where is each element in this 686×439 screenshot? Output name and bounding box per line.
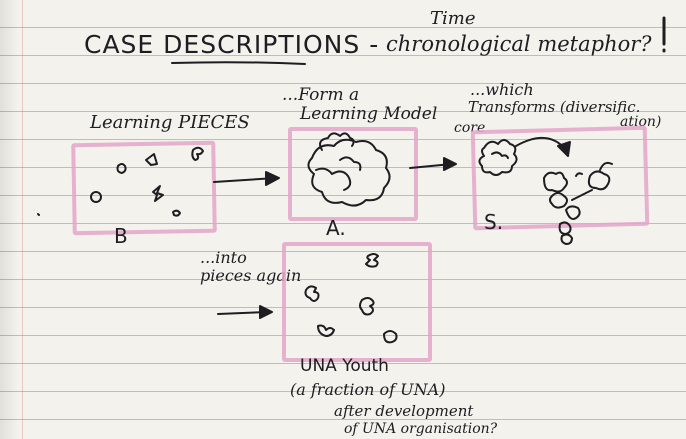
piece	[304, 285, 320, 302]
piece	[90, 191, 102, 203]
stage-b-pieces	[90, 146, 204, 217]
piece	[116, 163, 127, 174]
piece	[191, 146, 204, 161]
title-underline	[171, 61, 306, 65]
piece	[383, 330, 398, 344]
stage-s-caption-1: ...which	[470, 80, 534, 99]
title-main: CASE DESCRIPTIONS -	[84, 30, 380, 59]
stage-una-caption-2: pieces again	[200, 266, 302, 285]
margin-line	[22, 0, 23, 439]
diversified-pieces	[543, 161, 613, 245]
stage-a-label: A.	[326, 216, 346, 240]
stage-s-core	[478, 139, 518, 176]
stage-b-label: B	[114, 224, 128, 248]
piece	[365, 253, 379, 268]
stage-a-caption-1: ...Form a	[282, 85, 360, 105]
piece	[172, 209, 181, 217]
stage-a-box	[288, 127, 418, 221]
piece	[359, 297, 375, 316]
piece	[152, 185, 164, 202]
diversification-arrow	[515, 137, 567, 151]
stage-una-label: UNA Youth	[300, 356, 389, 376]
core-label: core	[454, 120, 486, 136]
stage-s-caption-3: ation)	[620, 114, 662, 130]
footnote-line-1: (a fraction of UNA)	[290, 380, 446, 399]
stage-a-model	[307, 132, 391, 207]
stage-a-caption-2: Learning Model	[300, 104, 438, 124]
piece	[317, 324, 335, 337]
stage-una-box	[282, 242, 432, 362]
stage-b-caption: Learning PIECES	[90, 112, 250, 133]
stage-s-label: S.	[484, 210, 504, 234]
show-through-ghost-text	[634, 210, 674, 420]
title-note: chronological metaphor?	[386, 32, 652, 56]
stage-s-caption-2: Transforms (diversific.	[468, 98, 641, 116]
stage-una-caption-1: ...into	[200, 248, 247, 267]
page-dot	[37, 213, 40, 216]
footnote-line-2: after development	[334, 402, 474, 420]
piece	[145, 153, 158, 166]
una-youth-pieces	[304, 253, 398, 344]
title-note-time: Time	[430, 8, 476, 29]
footnote-line-3: of UNA organisation?	[344, 421, 498, 437]
